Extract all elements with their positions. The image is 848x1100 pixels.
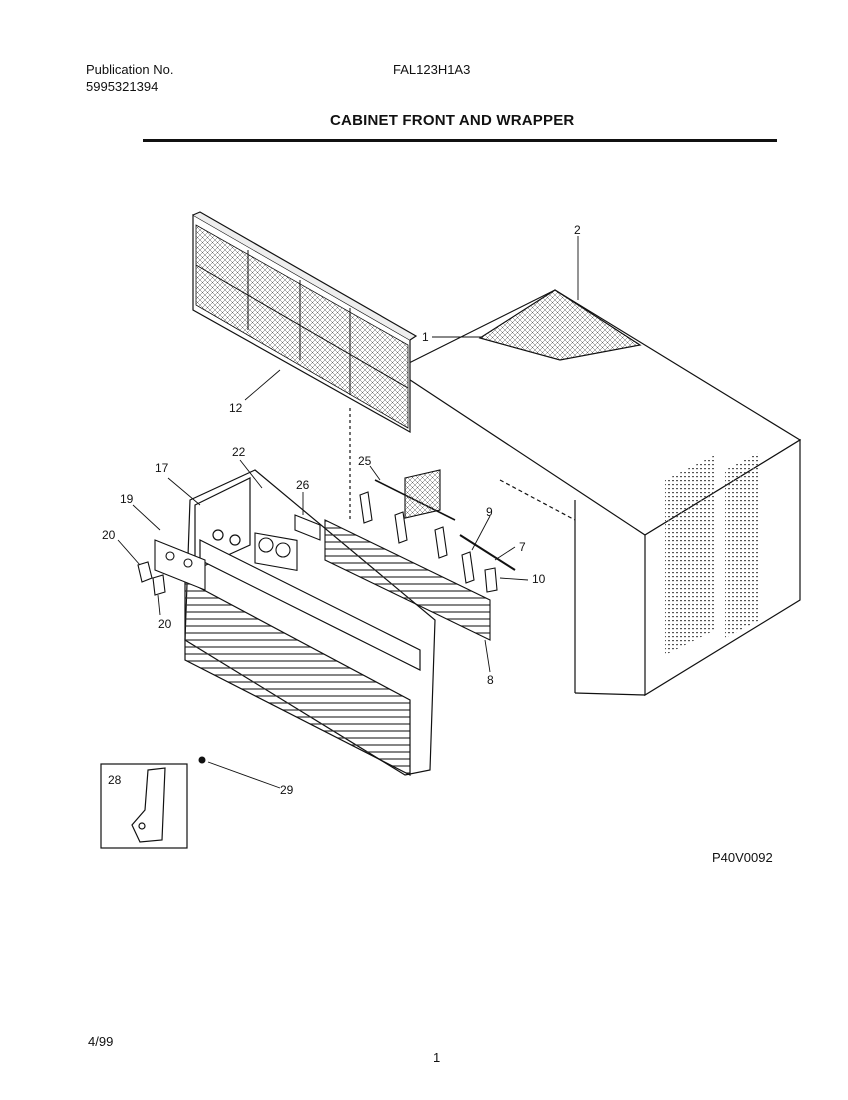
figure-code: P40V0092 — [712, 850, 773, 865]
switch-bracket — [254, 469, 441, 572]
page-title: CABINET FRONT AND WRAPPER — [330, 112, 575, 129]
callout-1: 1 — [422, 330, 429, 344]
callout-22: 22 — [232, 445, 246, 459]
callout-8: 8 — [487, 673, 494, 687]
callout-9: 9 — [486, 505, 493, 519]
cabinet-wrapper — [349, 289, 802, 697]
callout-28: 28 — [108, 773, 122, 787]
page-number: 1 — [433, 1050, 441, 1065]
model-number: FAL123H1A3 — [393, 62, 471, 77]
callout-29: 29 — [280, 783, 294, 797]
air-filter — [192, 211, 418, 434]
publication-number: 5995321394 — [86, 79, 159, 94]
callout-12: 12 — [229, 401, 243, 415]
knob-icon — [137, 561, 153, 583]
callout-20-lower: 20 — [158, 617, 172, 631]
callout-19: 19 — [120, 492, 134, 506]
screw — [198, 756, 206, 764]
detail-inset — [100, 763, 188, 849]
knob-icon — [152, 574, 166, 596]
callout-25: 25 — [358, 454, 372, 468]
cabinet-front — [184, 469, 436, 776]
knob-plate — [137, 539, 206, 596]
title-divider — [143, 139, 777, 142]
callout-26: 26 — [296, 478, 310, 492]
publication-label: Publication No. — [86, 62, 174, 77]
callout-7: 7 — [519, 540, 526, 554]
callout-17: 17 — [155, 461, 169, 475]
revision-date: 4/99 — [88, 1034, 114, 1049]
leader-lines — [117, 236, 579, 789]
callout-2: 2 — [574, 223, 581, 237]
callout-10: 10 — [532, 572, 546, 586]
callout-20-upper: 20 — [102, 528, 116, 542]
